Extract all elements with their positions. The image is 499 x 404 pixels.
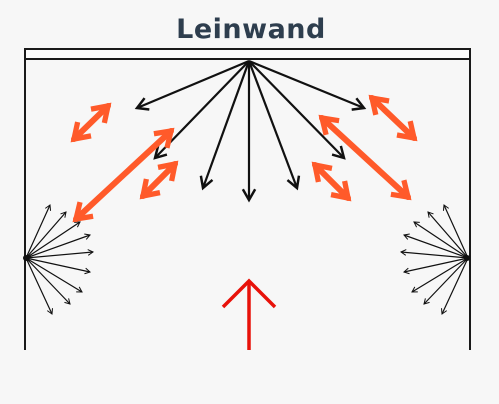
viewer-direction-arrow	[221, 278, 277, 350]
double-arrow	[72, 127, 175, 223]
diagram-title: Leinwand	[176, 14, 326, 45]
double-arrow	[70, 102, 112, 143]
double-arrow	[368, 94, 418, 142]
reflection-ray	[248, 60, 346, 160]
reflection-ray	[134, 59, 250, 111]
reflection-ray	[153, 60, 250, 160]
left-wall-source-dot	[23, 255, 29, 261]
double-arrow	[318, 114, 412, 201]
room-frame	[24, 48, 471, 350]
right-wall-fan	[399, 204, 469, 315]
reflection-ray	[247, 60, 301, 191]
double-arrow	[311, 161, 352, 202]
reflection-ray	[199, 60, 251, 191]
diffuse-reflection-arrows	[70, 94, 418, 223]
screen-surface	[24, 48, 471, 60]
left-wall-fan	[25, 204, 95, 315]
right-wall-source-dot	[464, 255, 470, 261]
reflection-ray	[248, 59, 367, 111]
double-arrow	[139, 160, 179, 200]
